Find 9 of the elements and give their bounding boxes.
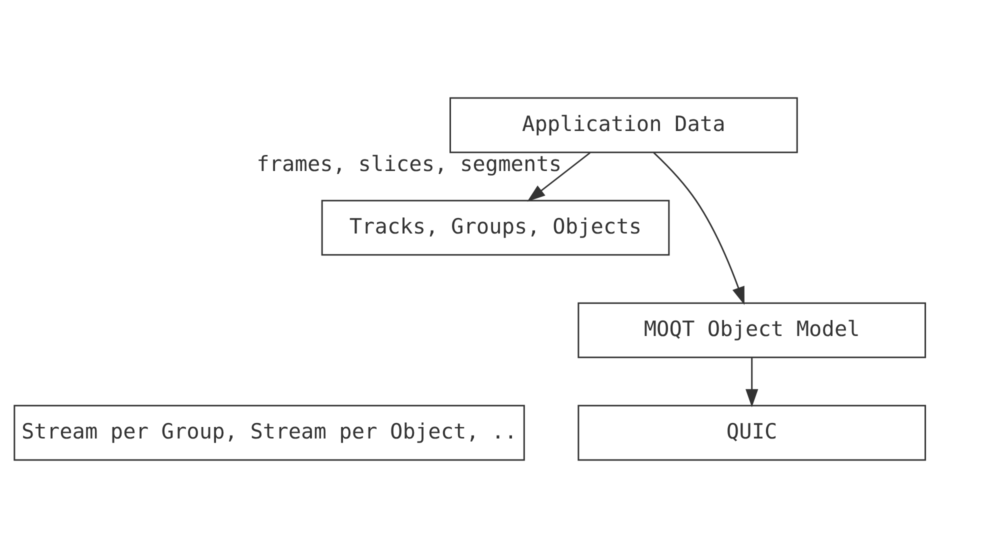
node-box: Tracks, Groups, Objects xyxy=(321,199,670,256)
arrow xyxy=(527,152,590,202)
node-box: Application Data xyxy=(450,96,798,153)
arrow xyxy=(746,357,758,407)
node-box: QUIC xyxy=(578,404,926,460)
node-box: MOQT Object Model xyxy=(578,302,926,358)
arrow xyxy=(653,152,744,304)
node-box: Stream per Group, Stream per Object, .. xyxy=(14,404,525,460)
edge-label: frames, slices, segments xyxy=(256,150,562,176)
